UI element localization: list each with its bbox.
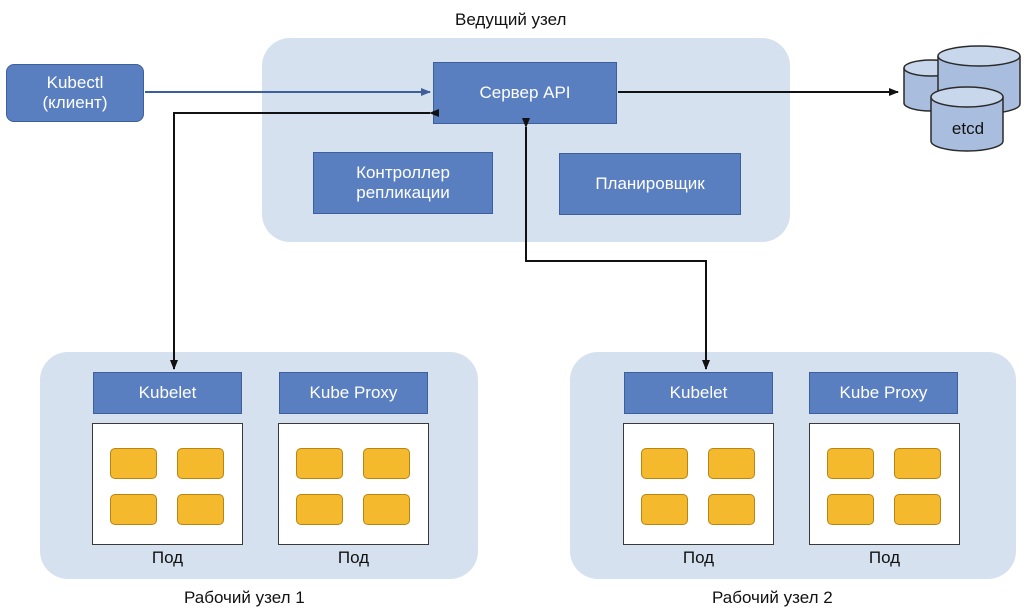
api-to-worker-1-arrow	[170, 109, 439, 370]
worker-1-kube-proxy-box[interactable]: Kube Proxy	[279, 372, 428, 414]
etcd-label: etcd	[952, 119, 984, 138]
worker-1-pod-1[interactable]	[92, 423, 243, 545]
worker-2-pod-2[interactable]	[809, 423, 960, 545]
container-cell	[641, 448, 688, 479]
master-node-title: Ведущий узел	[455, 10, 567, 29]
api-server-box[interactable]: Сервер API	[433, 62, 617, 124]
container-cell	[708, 494, 755, 525]
container-cell	[296, 494, 343, 525]
container-cell	[894, 494, 941, 525]
kubectl-client-label: Kubectl (клиент)	[42, 73, 108, 112]
container-cell	[110, 448, 157, 479]
etcd-database-icon	[903, 45, 1021, 152]
container-cell	[363, 494, 410, 525]
worker-1-pod-2[interactable]	[278, 423, 429, 545]
worker-node-1-title: Рабочий узел 1	[184, 588, 305, 607]
worker-2-kube-proxy-box[interactable]: Kube Proxy	[809, 372, 958, 414]
container-cell	[894, 448, 941, 479]
api-server-label: Сервер API	[479, 83, 571, 102]
worker-2-kubelet-box[interactable]: Kubelet	[624, 372, 773, 414]
container-cell	[708, 448, 755, 479]
worker-2-pod-2-label: Под	[868, 548, 901, 567]
container-cell	[827, 494, 874, 525]
worker-node-2-title: Рабочий узел 2	[712, 588, 833, 607]
worker-1-kubelet-box[interactable]: Kubelet	[93, 372, 242, 414]
container-cell	[641, 494, 688, 525]
container-cell	[827, 448, 874, 479]
worker-1-kube-proxy-label: Kube Proxy	[309, 383, 398, 402]
container-cell	[177, 494, 224, 525]
worker-1-kubelet-label: Kubelet	[138, 383, 197, 402]
container-cell	[110, 494, 157, 525]
container-cell	[363, 448, 410, 479]
worker-2-pod-1[interactable]	[623, 423, 774, 545]
container-cell	[296, 448, 343, 479]
worker-1-pod-2-label: Под	[337, 548, 370, 567]
worker-2-pod-1-label: Под	[682, 548, 715, 567]
worker-2-kubelet-label: Kubelet	[669, 383, 728, 402]
worker-2-kube-proxy-label: Kube Proxy	[839, 383, 928, 402]
kubectl-client-box[interactable]: Kubectl (клиент)	[6, 64, 144, 122]
container-cell	[177, 448, 224, 479]
api-to-worker-2-arrow	[522, 118, 710, 370]
worker-1-pod-1-label: Под	[151, 548, 184, 567]
